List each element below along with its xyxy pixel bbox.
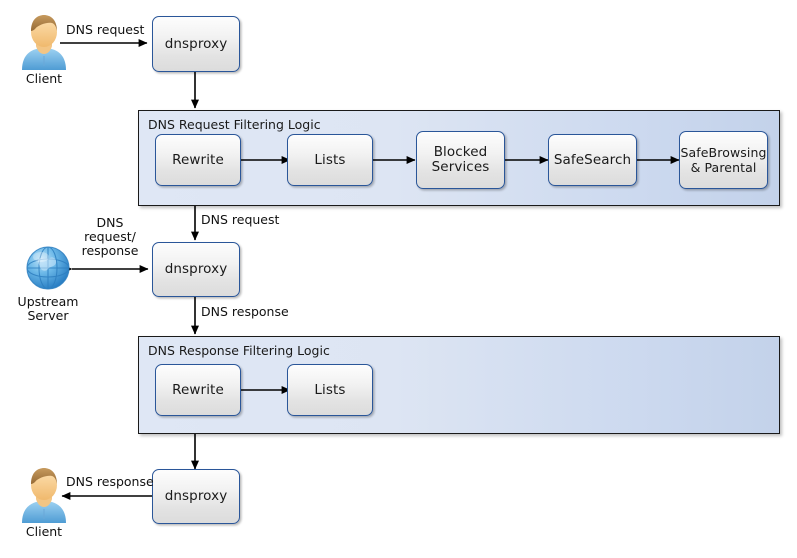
edge-label-proxy-to-request-filter: DNS request [201, 212, 280, 227]
edge-label-upstream-line3: response [81, 243, 139, 258]
request-stage-rewrite-label: Rewrite [172, 151, 224, 168]
response-stage-lists-label: Lists [314, 381, 346, 398]
dnsproxy-bottom-label: dnsproxy [164, 488, 228, 504]
upstream-server-label-line1: Upstream [17, 294, 79, 309]
edge-label-client-to-proxy-top: DNS request [66, 22, 145, 37]
edge-label-upstream-line2: request/ [84, 229, 136, 244]
request-stage-blocked-services[interactable]: Blocked Services [416, 131, 505, 189]
request-stage-blocked-services-label-2: Services [431, 159, 490, 175]
dnsproxy-top[interactable]: dnsproxy [152, 16, 240, 72]
response-stage-rewrite-label: Rewrite [172, 381, 224, 398]
response-filtering-container: DNS Response Filtering Logic [138, 336, 780, 434]
request-stage-safesearch-label: SafeSearch [553, 151, 632, 168]
response-stage-rewrite[interactable]: Rewrite [155, 364, 241, 416]
request-stage-lists-label: Lists [314, 151, 346, 168]
client-bottom-label: Client [25, 524, 63, 539]
dnsproxy-bottom[interactable]: dnsproxy [152, 469, 240, 524]
request-stage-blocked-services-label-1: Blocked [433, 144, 488, 160]
dnsproxy-middle-label: dnsproxy [164, 261, 228, 277]
edge-label-proxy-to-response-filter: DNS response [201, 304, 289, 319]
client-top-label: Client [25, 71, 63, 86]
user-avatar-icon [16, 12, 72, 70]
response-stage-lists[interactable]: Lists [287, 364, 373, 416]
request-stage-lists[interactable]: Lists [287, 134, 373, 186]
edge-label-proxy-to-client-bottom: DNS response [66, 474, 154, 489]
request-stage-safebrowsing-parental-label-2: & Parental [690, 160, 757, 175]
response-filtering-title: DNS Response Filtering Logic [148, 343, 330, 358]
request-stage-safesearch[interactable]: SafeSearch [548, 134, 637, 186]
user-avatar-icon [16, 465, 72, 523]
upstream-server-label-line2: Server [27, 308, 69, 323]
edge-label-upstream-line1: DNS [96, 215, 124, 230]
request-filtering-title: DNS Request Filtering Logic [148, 117, 321, 132]
dnsproxy-middle[interactable]: dnsproxy [152, 242, 240, 297]
globe-icon [21, 241, 75, 295]
request-stage-safebrowsing-parental[interactable]: SafeBrowsing & Parental [679, 131, 768, 189]
request-stage-safebrowsing-parental-label-1: SafeBrowsing [680, 145, 767, 160]
dnsproxy-top-label: dnsproxy [164, 35, 228, 52]
request-stage-rewrite[interactable]: Rewrite [155, 134, 241, 186]
